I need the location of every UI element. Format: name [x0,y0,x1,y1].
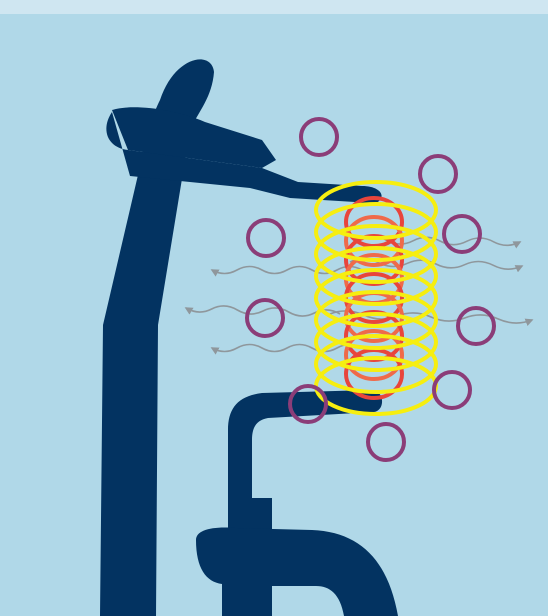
wavy-arrow-icon [210,265,363,277]
stand-lower-arm [228,390,383,498]
circle-particle-icon [442,214,482,254]
circle-particle-icon [288,384,328,424]
outer-coil-turn [314,312,438,372]
particle-layer [245,117,496,462]
circle-particle-icon [246,218,286,258]
outer-coil-turn [314,224,438,284]
outer-coil-turn [314,180,438,240]
outer-coil-turn [314,268,438,328]
inner-coil-turn [344,215,404,267]
stand-base [196,527,398,616]
top-band [0,0,548,14]
outer-coil-turn [314,202,438,262]
outer-coil-turn [314,290,438,350]
circle-particle-icon [432,370,472,410]
inner-coil-turn [344,348,404,400]
wavy-arrow-icon [349,258,524,273]
electrode-stand-icon [100,59,398,616]
circle-particle-icon [245,298,285,338]
outer-coil-turn [314,246,438,306]
inner-coil-turn [344,196,404,248]
circle-particle-icon [418,154,458,194]
outer-coil-turn [314,334,438,394]
wavy-arrow-icon [210,343,363,355]
stand-column [100,59,214,616]
circle-particle-icon [456,306,496,346]
inner-coil-turn [344,272,404,324]
circle-particle-icon [366,422,406,462]
circle-particle-icon [299,117,339,157]
stand-upper-arm [106,112,382,205]
stand-upper-arm-top [112,107,276,168]
inner-coil-turn [344,329,404,381]
stand-lower-connector [228,498,272,530]
wavy-arrow-icon [184,305,341,317]
